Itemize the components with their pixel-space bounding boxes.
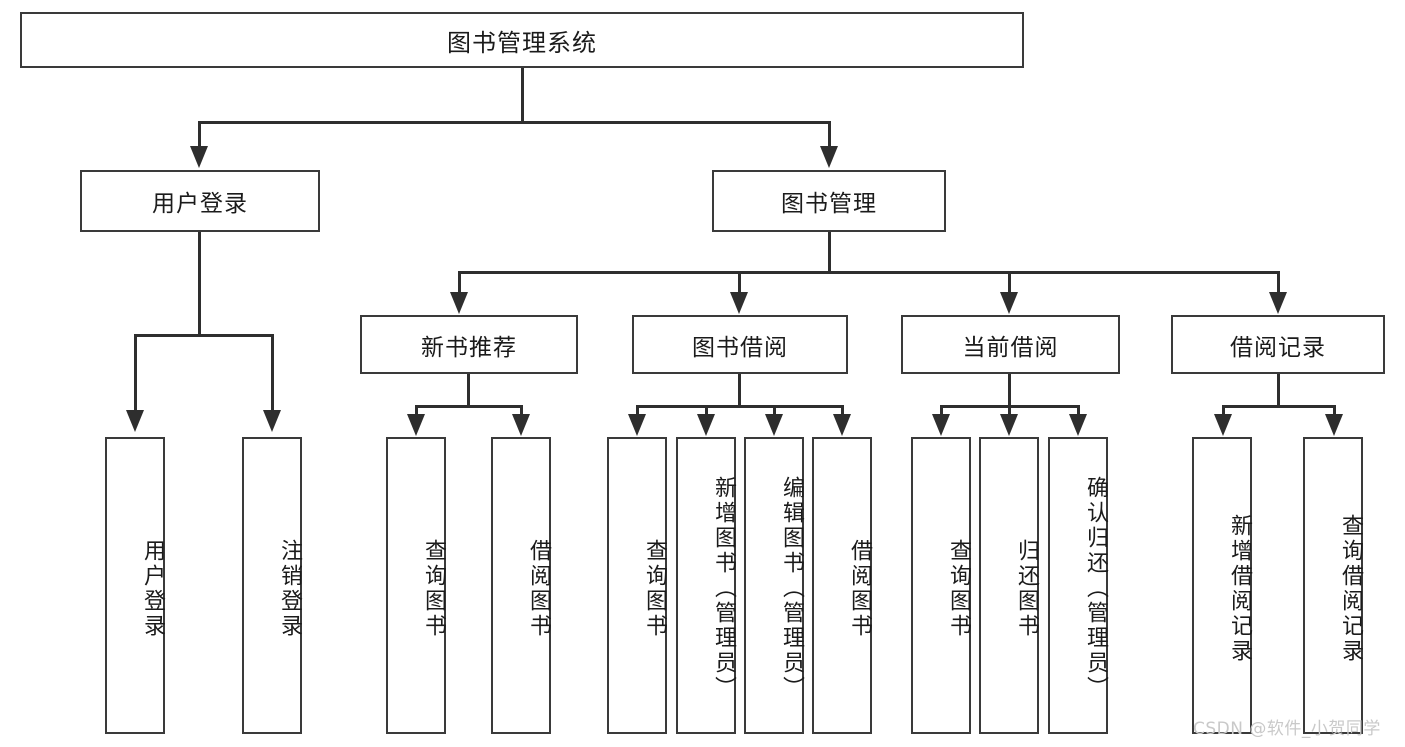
node-new-book-recommend[interactable]: 新书推荐 (360, 315, 578, 374)
edge-borrow-record-drop-1 (1222, 405, 1225, 417)
arrow-to-user-login (190, 146, 208, 168)
edge-user-login-bar (134, 334, 274, 337)
node-book-borrow[interactable]: 图书借阅 (632, 315, 848, 374)
node-book-management[interactable]: 图书管理 (712, 170, 946, 232)
leaf-query-book-recommend[interactable]: 查询图书 (386, 437, 446, 734)
arrow-to-leaf-edit-book (765, 414, 783, 436)
leaf-borrow-book-recommend[interactable]: 借阅图书 (491, 437, 551, 734)
edge-book-mgmt-drop-4 (1277, 271, 1280, 295)
leaf-query-borrow-record[interactable]: 查询借阅记录 (1303, 437, 1363, 734)
node-current-borrow[interactable]: 当前借阅 (901, 315, 1120, 374)
edge-book-borrow-drop-3 (773, 405, 776, 417)
arrow-to-leaf-borrow-book-2 (833, 414, 851, 436)
leaf-add-borrow-record[interactable]: 新增借阅记录 (1192, 437, 1252, 734)
edge-book-mgmt-drop-1 (458, 271, 461, 295)
edge-book-borrow-trunk (738, 374, 741, 406)
edge-new-book-drop-2 (520, 405, 523, 417)
edge-root-trunk (521, 68, 524, 122)
edge-borrow-record-trunk (1277, 374, 1280, 406)
arrow-to-borrow-record (1269, 292, 1287, 314)
node-root-system[interactable]: 图书管理系统 (20, 12, 1024, 68)
edge-current-borrow-trunk (1008, 374, 1011, 406)
arrow-to-leaf-borrow-book-1 (512, 414, 530, 436)
node-user-login[interactable]: 用户登录 (80, 170, 320, 232)
leaf-return-book[interactable]: 归还图书 (979, 437, 1039, 734)
edge-book-borrow-drop-4 (841, 405, 844, 417)
edge-book-borrow-bar (636, 405, 844, 408)
edge-book-mgmt-bar (458, 271, 1280, 274)
leaf-query-book-current[interactable]: 查询图书 (911, 437, 971, 734)
edge-book-borrow-drop-1 (636, 405, 639, 417)
leaf-query-book-borrow[interactable]: 查询图书 (607, 437, 667, 734)
edge-borrow-record-bar (1222, 405, 1336, 408)
arrow-to-book-borrow (730, 292, 748, 314)
leaf-logout[interactable]: 注销登录 (242, 437, 302, 734)
edge-borrow-record-drop-2 (1333, 405, 1336, 417)
arrow-to-leaf-add-record (1214, 414, 1232, 436)
leaf-add-book-admin[interactable]: 新增图书（管理员） (676, 437, 736, 734)
leaf-confirm-return-admin[interactable]: 确认归还（管理员） (1048, 437, 1108, 734)
arrow-to-leaf-user-login (126, 410, 144, 432)
node-borrow-record[interactable]: 借阅记录 (1171, 315, 1385, 374)
edge-book-mgmt-drop-3 (1008, 271, 1011, 295)
arrow-to-leaf-add-book (697, 414, 715, 436)
leaf-edit-book-admin[interactable]: 编辑图书（管理员） (744, 437, 804, 734)
leaf-borrow-book[interactable]: 借阅图书 (812, 437, 872, 734)
edge-user-login-trunk (198, 232, 201, 335)
arrow-to-leaf-confirm-return (1069, 414, 1087, 436)
arrow-to-new-book-recommend (450, 292, 468, 314)
arrow-to-current-borrow (1000, 292, 1018, 314)
edge-current-borrow-drop-1 (940, 405, 943, 417)
edge-book-mgmt-trunk (828, 232, 831, 274)
arrow-to-leaf-logout (263, 410, 281, 432)
edge-root-drop-left (198, 121, 201, 149)
edge-user-login-drop-2 (271, 334, 274, 412)
arrow-to-leaf-query-book-1 (407, 414, 425, 436)
edge-root-bar (198, 121, 831, 124)
edge-book-borrow-drop-2 (705, 405, 708, 417)
edge-book-mgmt-drop-2 (738, 271, 741, 295)
edge-new-book-drop-1 (415, 405, 418, 417)
arrow-to-leaf-return-book (1000, 414, 1018, 436)
edge-current-borrow-drop-3 (1077, 405, 1080, 417)
watermark-text: CSDN @软件_小贺同学 (1193, 719, 1381, 739)
edge-new-book-bar (415, 405, 523, 408)
edge-root-drop-right (828, 121, 831, 149)
edge-user-login-drop-1 (134, 334, 137, 412)
edge-current-borrow-drop-2 (1008, 405, 1011, 417)
arrow-to-leaf-query-book-3 (932, 414, 950, 436)
arrow-to-leaf-query-book-2 (628, 414, 646, 436)
leaf-user-login[interactable]: 用户登录 (105, 437, 165, 734)
arrow-to-leaf-query-record (1325, 414, 1343, 436)
arrow-to-book-management (820, 146, 838, 168)
edge-new-book-trunk (467, 374, 470, 406)
